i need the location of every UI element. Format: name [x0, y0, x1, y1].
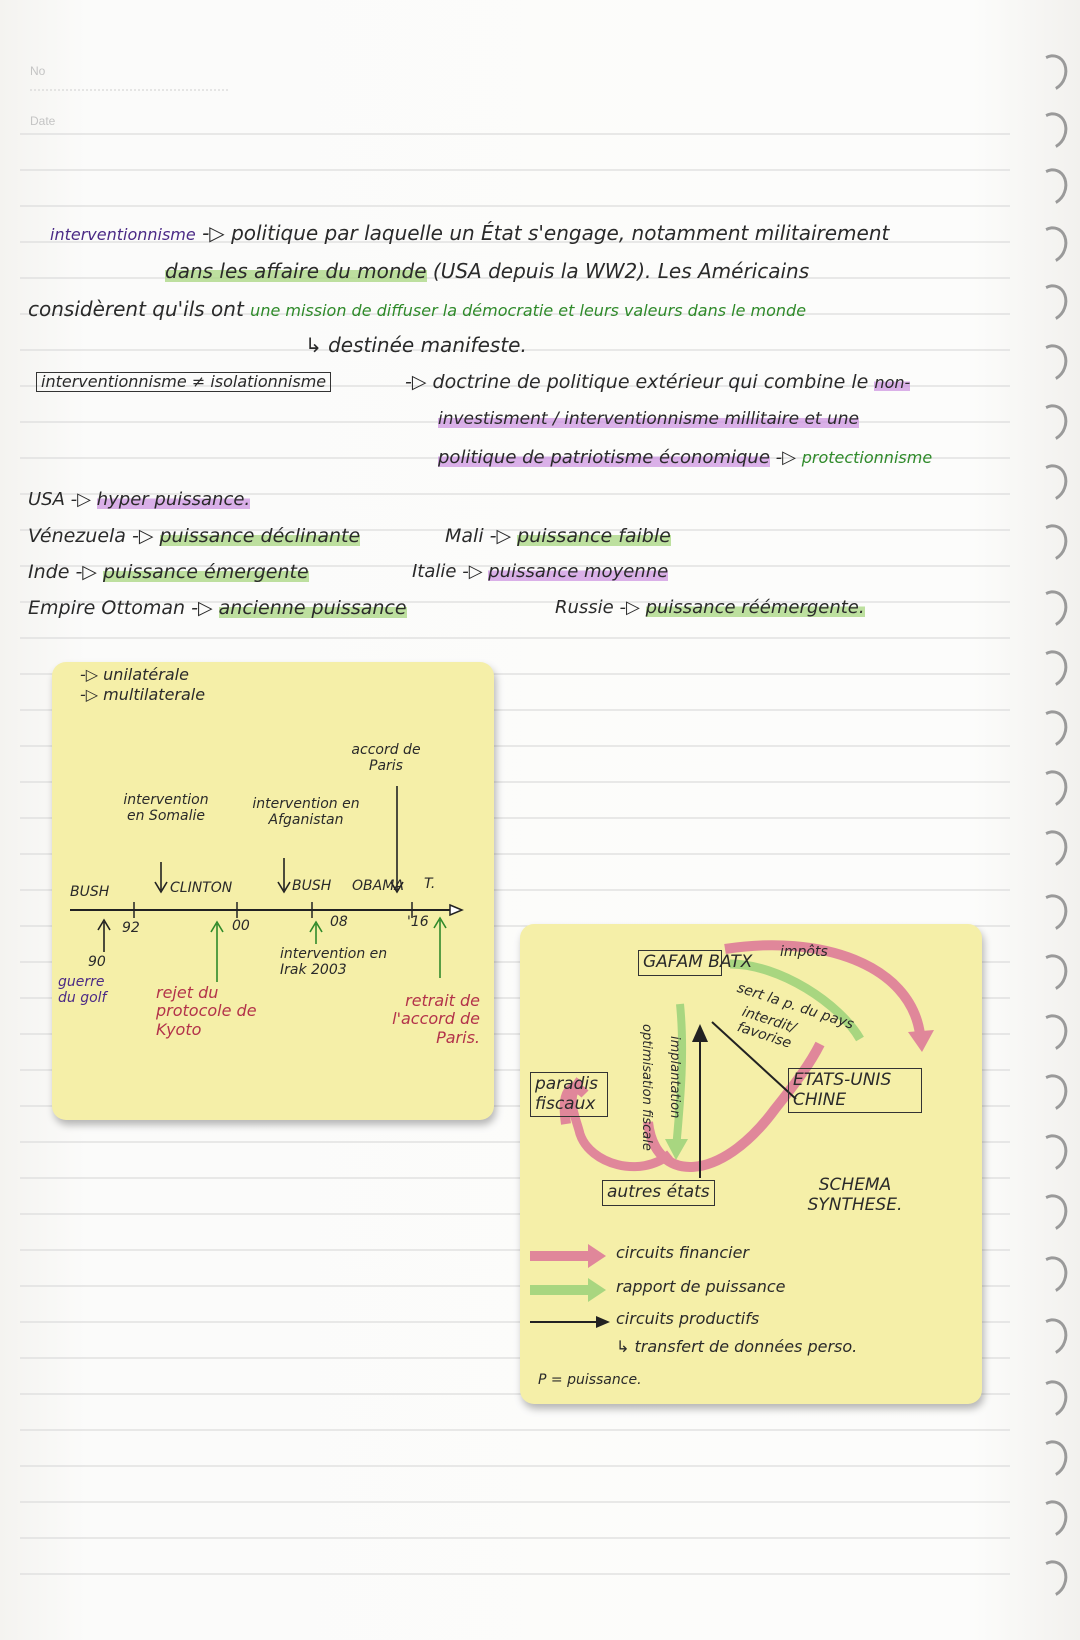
isolationnisme-box: interventionnisme ≠ isolationnisme	[36, 372, 332, 393]
arrow: -▷	[131, 525, 154, 547]
label-impots: impôts	[780, 944, 828, 960]
power-inde: Inde -▷ puissance émergente	[28, 561, 309, 584]
power-italie: Italie -▷ puissance moyenne	[412, 561, 669, 583]
label-implantation: implantation	[667, 1036, 682, 1119]
label-optimisation: optimisation fiscale	[639, 1024, 654, 1151]
patriotisme-highlight: politique de patriotisme économique	[438, 447, 770, 468]
arrow: -▷	[619, 597, 640, 618]
isolationnisme-line-2: investisment / interventionnisme millita…	[438, 409, 860, 430]
power-mali: Mali -▷ puissance faible	[445, 525, 671, 548]
definition-text-1: politique par laquelle un État s'engage,…	[231, 221, 890, 245]
schema-postit: GAFAM BATX paradis fiscaux ETATS-UNIS CH…	[520, 924, 982, 1404]
definition-line-3: considèrent qu'ils ont une mission de di…	[28, 298, 806, 321]
box-paradis-fiscaux: paradis fiscaux	[530, 1072, 608, 1118]
type-russie: puissance réémergente.	[645, 597, 865, 618]
definition-arrow: -▷	[202, 221, 225, 245]
definition-line-1: interventionnisme -▷ politique par laque…	[50, 222, 889, 245]
president-obama: OBAMA	[352, 878, 404, 894]
destinee-manifeste: ↳ destinée manifeste.	[305, 333, 527, 357]
arrow: -▷	[70, 489, 91, 510]
arrow: -▷	[489, 525, 512, 547]
country-empire: Empire Ottoman	[28, 597, 186, 619]
country-venezuela: Vénezuela	[28, 525, 126, 547]
timeline-postit: -▷ unilatérale -▷ multilaterale	[52, 662, 494, 1120]
country-mali: Mali	[445, 525, 484, 547]
footnote-puissance: P = puissance.	[538, 1372, 642, 1388]
event-irak: intervention en Irak 2003	[280, 946, 388, 979]
year-16: '16	[407, 914, 429, 930]
protectionnisme: protectionnisme	[801, 448, 933, 467]
event-retrait-paris: retrait de l'accord de Paris.	[392, 991, 480, 1047]
timeline-graphics	[70, 786, 464, 982]
non-highlight: non-	[874, 373, 911, 392]
power-empire: Empire Ottoman -▷ ancienne puissance	[28, 597, 407, 620]
arrow: -▷	[462, 561, 483, 582]
investisment-highlight: investisment / interventionnisme millita…	[438, 409, 860, 429]
country-usa: USA	[28, 489, 65, 510]
legend-unilaterale: -▷ unilatérale	[80, 665, 189, 684]
legend-multilaterale: -▷ multilaterale	[80, 685, 206, 704]
type-mali: puissance faible	[517, 525, 671, 547]
definition-text-3: considèrent qu'ils ont	[28, 297, 244, 321]
legend-transfert-donnees: ↳ transfert de données perso.	[616, 1337, 858, 1356]
country-italie: Italie	[412, 561, 457, 582]
event-afganistan: intervention en Afganistan	[252, 796, 360, 829]
isolationnisme-text-1: -▷ doctrine de politique extérieur qui c…	[405, 371, 869, 393]
isolationnisme-line-3: politique de patriotisme économique -▷ p…	[438, 447, 933, 469]
president-bush-1: BUSH	[70, 884, 110, 900]
power-russie: Russie -▷ puissance réémergente.	[555, 597, 865, 619]
country-russie: Russie	[555, 597, 614, 618]
type-venezuela: puissance déclinante	[159, 525, 361, 547]
type-italie: puissance moyenne	[488, 561, 669, 582]
arrow: -▷	[191, 597, 213, 619]
power-venezuela: Vénezuela -▷ puissance déclinante	[28, 525, 361, 548]
president-clinton: CLINTON	[170, 880, 233, 896]
type-inde: puissance émergente	[102, 561, 309, 583]
event-accord-paris: accord de Paris	[351, 742, 421, 775]
event-rejet-kyoto: rejet du protocole de Kyoto	[156, 983, 257, 1039]
definition-mission: une mission de diffuser la démocratie et…	[250, 301, 807, 320]
definition-text-2: (USA depuis la WW2). Les Américains	[432, 259, 810, 283]
event-somalie: intervention en Somalie	[123, 792, 209, 825]
box-gafam: GAFAM BATX	[638, 950, 752, 976]
definition-line-2: dans les affaire du monde (USA depuis la…	[165, 259, 810, 283]
country-inde: Inde	[28, 561, 70, 583]
no-label: No	[30, 64, 46, 78]
box-autres-etats: autres états	[602, 1180, 715, 1206]
type-usa: hyper puissance.	[96, 489, 251, 510]
term-interventionnisme: interventionnisme	[50, 225, 196, 244]
definition-highlight: dans les affaire du monde	[165, 259, 427, 283]
event-guerre-golf: guerre du golf	[58, 974, 107, 1007]
year-08: 08	[330, 914, 348, 930]
president-trump: T.	[424, 876, 436, 892]
date-label: Date	[30, 114, 56, 128]
year-00: 00	[232, 918, 250, 934]
legend-circuits-productifs: circuits productifs	[616, 1309, 760, 1328]
arrow: -▷	[75, 561, 97, 583]
protectionnisme-arrow: -▷	[775, 447, 796, 468]
type-empire: ancienne puissance	[218, 597, 407, 619]
legend-circuits-financier: circuits financier	[616, 1243, 749, 1262]
president-bush-2: BUSH	[292, 878, 332, 894]
schema-title: SCHEMA SYNTHESE.	[807, 1175, 903, 1215]
isolationnisme-line-1: -▷ doctrine de politique extérieur qui c…	[405, 371, 911, 394]
legend-rapport-puissance: rapport de puissance	[616, 1277, 786, 1296]
box-etats-unis-chine: ETATS-UNIS CHINE	[788, 1068, 922, 1114]
year-90: 90	[88, 954, 106, 970]
year-92: 92	[122, 920, 140, 936]
power-usa: USA -▷ hyper puissance.	[28, 489, 251, 511]
